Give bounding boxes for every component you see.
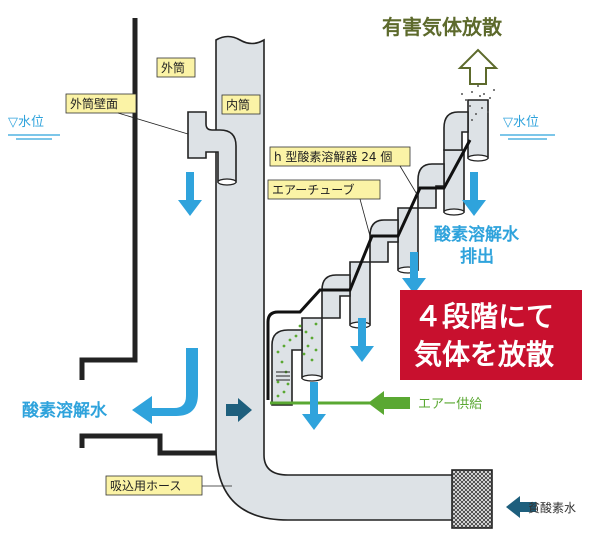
water-level-right: ▽水位 (500, 115, 555, 140)
water-level-label-right: ▽水位 (503, 115, 539, 130)
highlight-line2: 気体を放散 (414, 338, 554, 371)
outer-h-dissolver (187, 111, 237, 186)
water-level-left: ▽水位 (8, 115, 60, 140)
oxygenated-water-outflow-arrow (132, 348, 198, 424)
svg-text:外筒: 外筒 (161, 60, 185, 75)
discharge-label-line2: 排出 (460, 246, 494, 267)
highlight-line1: ４段階にて (414, 300, 554, 333)
intake-nozzle (451, 469, 493, 529)
low-oxygen-inlet-arrow (506, 496, 536, 518)
low-oxygen-water-label: 貧酸素水 (528, 500, 576, 515)
air-supply-label: エアー供給 (418, 397, 482, 412)
air-supply-arrow (368, 391, 410, 415)
h-dissolver-chain (271, 79, 495, 406)
svg-text:吸込用ホース: 吸込用ホース (110, 479, 181, 493)
gas-release-arrow (457, 48, 499, 85)
water-level-label-left: ▽水位 (8, 115, 44, 130)
label-outer-tube: 外筒 (156, 57, 196, 78)
diffuser-grid (276, 371, 290, 381)
inner-inlet-arrow (226, 398, 252, 422)
label-outer-tube-wall: 外筒壁面 (65, 93, 189, 135)
four-stage-highlight: ４段階にて 気体を放散 (400, 290, 582, 380)
label-h-dissolver: h 型酸素溶解器 24 個 (269, 146, 419, 197)
diagram-title: 有害気体放散 (382, 15, 503, 39)
label-intake-hose: 吸込用ホース (105, 475, 232, 496)
svg-text:エアーチューブ: エアーチューブ (272, 182, 355, 197)
inner-tube (215, 35, 457, 521)
water-flow-arrows (178, 172, 486, 430)
svg-text:h 型酸素溶解器 24 個: h 型酸素溶解器 24 個 (274, 149, 392, 164)
outer-tube-wall-lower (79, 433, 262, 456)
label-inner-tube: 内筒 (221, 94, 261, 115)
svg-text:内筒: 内筒 (226, 97, 250, 112)
air-bubbles (276, 322, 318, 398)
oxygenated-water-label: 酸素溶解水 (22, 400, 108, 421)
outer-tube-wall (79, 18, 138, 380)
label-air-tube: エアーチューブ (267, 179, 381, 237)
air-tube (266, 139, 472, 400)
discharge-label-line1: 酸素溶解水 (434, 224, 520, 245)
svg-text:外筒壁面: 外筒壁面 (70, 96, 118, 111)
